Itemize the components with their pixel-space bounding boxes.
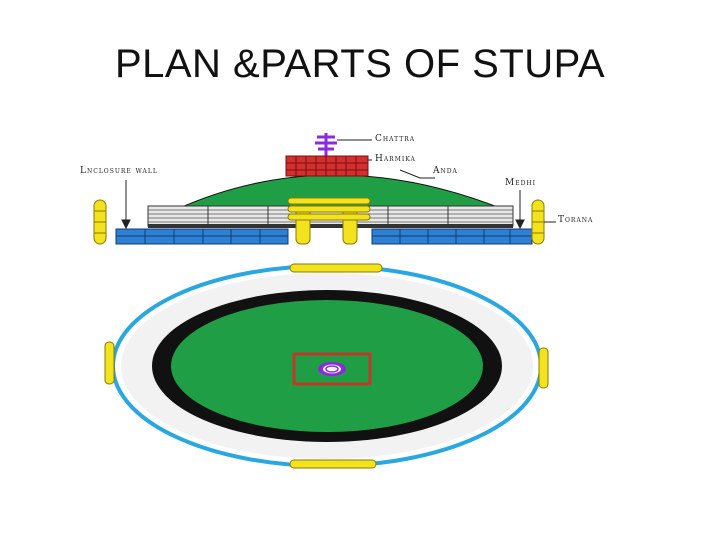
base-plinth bbox=[115, 228, 533, 245]
label-leaders bbox=[121, 139, 556, 230]
stupa-elevation bbox=[93, 133, 556, 245]
page-title: PLAN &PARTS OF STUPA bbox=[114, 42, 606, 86]
label-harmika: Harmika bbox=[375, 154, 416, 164]
label-torana: Torana bbox=[558, 215, 594, 225]
plan-torana-west bbox=[104, 341, 115, 385]
stupa-plan bbox=[104, 263, 549, 469]
plan-chattra-inner bbox=[325, 365, 339, 373]
plan-torana-north bbox=[289, 263, 383, 273]
plan-torana-east bbox=[538, 347, 549, 389]
label-enclosure-wall: Lnclosure wall bbox=[80, 166, 158, 176]
plan-harmika bbox=[292, 352, 372, 386]
label-medhi: Medhi bbox=[505, 178, 537, 188]
torana-right bbox=[531, 199, 545, 245]
label-chattra: Chattra bbox=[375, 134, 416, 144]
label-anda: Anda bbox=[433, 166, 458, 176]
chattra bbox=[315, 133, 337, 156]
harmika bbox=[285, 155, 369, 177]
anda-dome bbox=[174, 174, 506, 211]
torana-gateway-center bbox=[287, 197, 371, 245]
plan-torana-south bbox=[289, 459, 377, 469]
torana-left bbox=[93, 199, 107, 245]
